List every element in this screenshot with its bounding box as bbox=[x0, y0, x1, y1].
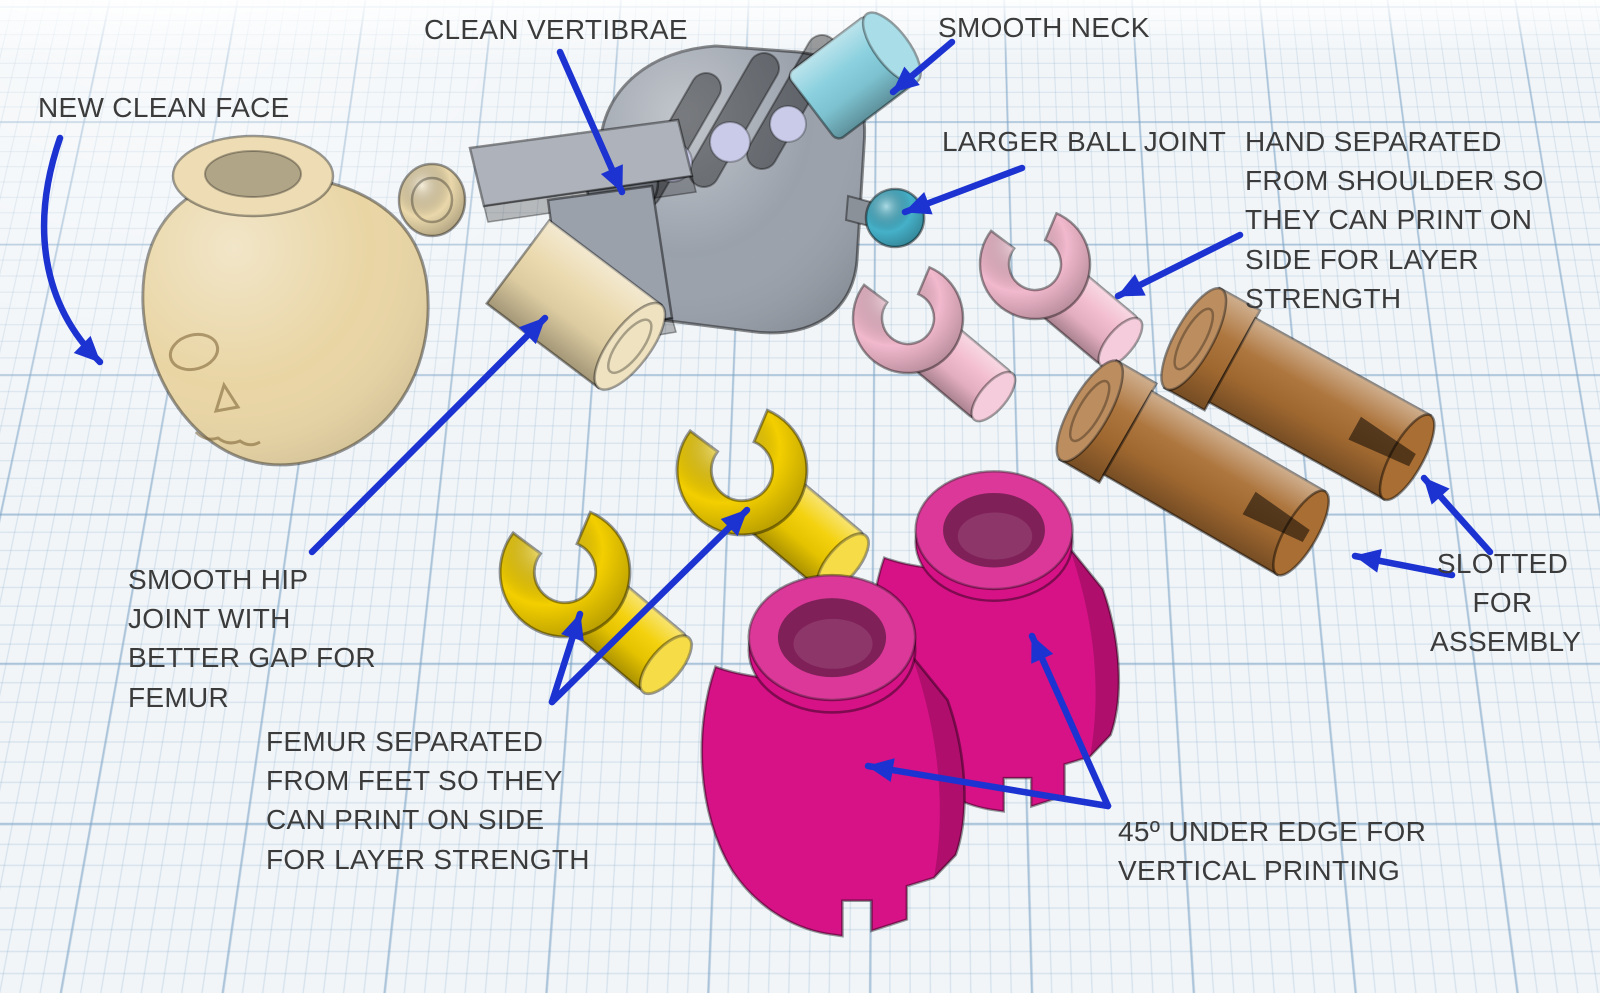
arrow-new-clean-face bbox=[40, 134, 104, 366]
peg-shading bbox=[399, 164, 465, 236]
internal-ball-joint bbox=[769, 105, 807, 143]
part-arm-right[interactable] bbox=[675, 408, 879, 602]
part-hip-peg[interactable] bbox=[397, 162, 467, 238]
label-hand-separated: HAND SEPARATED FROM SHOULDER SO THEY CAN… bbox=[1245, 126, 1544, 314]
arrow-larger-ball-joint bbox=[901, 164, 1026, 216]
internal-ball-joint bbox=[709, 121, 751, 163]
part-arm-left[interactable] bbox=[498, 510, 702, 704]
part-skull-head[interactable] bbox=[141, 134, 430, 467]
arrow-hand-separated bbox=[1114, 231, 1244, 300]
label-slotted-for-assembly: SLOTTED FOR ASSEMBLY bbox=[1430, 548, 1582, 658]
label-new-clean-face: NEW CLEAN FACE bbox=[38, 92, 290, 123]
label-larger-ball-joint: LARGER BALL JOINT bbox=[942, 126, 1227, 157]
label-smooth-hip-joint: SMOOTH HIP JOINT WITH BETTER GAP FOR FEM… bbox=[128, 564, 376, 713]
label-under-edge-45: 45º UNDER EDGE FOR VERTICAL PRINTING bbox=[1118, 816, 1427, 887]
label-clean-vertibrae: CLEAN VERTIBRAE bbox=[424, 14, 688, 45]
arrow-slotted-2 bbox=[1420, 474, 1494, 556]
label-femur-separated: FEMUR SEPARATED FROM FEET SO THEY CAN PR… bbox=[266, 726, 590, 875]
label-smooth-neck: SMOOTH NECK bbox=[938, 12, 1150, 43]
ball-joint-shading bbox=[866, 189, 924, 247]
head-stud-hole bbox=[204, 150, 302, 198]
